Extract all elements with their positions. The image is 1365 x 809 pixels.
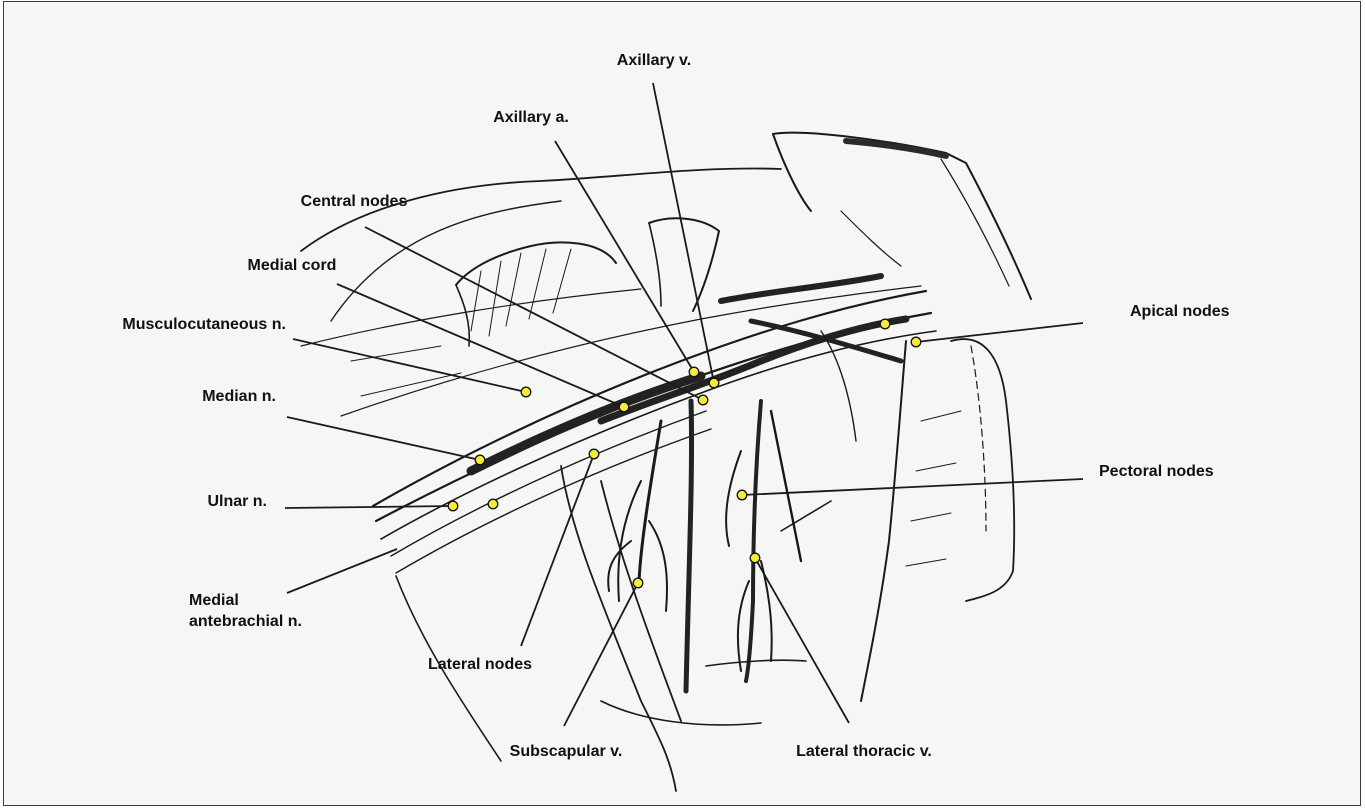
label-lateral-thoracic-v: Lateral thoracic v. xyxy=(796,742,932,762)
label-lateral-nodes: Lateral nodes xyxy=(428,655,532,675)
leader-median-n xyxy=(287,417,480,460)
leader-axillary-v xyxy=(653,83,714,383)
node-marker-median xyxy=(475,455,485,465)
leader-pectoral-nodes xyxy=(742,479,1083,495)
label-central-nodes: Central nodes xyxy=(301,192,408,212)
node-marker-subscapular xyxy=(633,578,643,588)
node-marker-lateral-thoracic xyxy=(750,553,760,563)
node-marker-axillary-a xyxy=(689,367,699,377)
node-marker-musculocutaneous xyxy=(521,387,531,397)
leader-musculocutaneous-n xyxy=(293,339,526,392)
label-musculocutaneous-n: Musculocutaneous n. xyxy=(122,315,286,335)
label-axillary-a: Axillary a. xyxy=(493,108,569,128)
label-medial-antebrachial-n-line2: antebrachial n. xyxy=(189,612,302,632)
node-marker-apical-2 xyxy=(911,337,921,347)
label-axillary-v: Axillary v. xyxy=(617,51,691,71)
label-medial-antebrachial-n-line1: Medial xyxy=(189,591,239,611)
label-apical-nodes: Apical nodes xyxy=(1130,302,1230,322)
label-subscapular-v: Subscapular v. xyxy=(510,742,623,762)
leader-lateral-thoracic-v xyxy=(755,558,849,723)
label-medial-cord: Medial cord xyxy=(248,256,337,276)
node-marker-ulnar-1 xyxy=(448,501,458,511)
node-marker-axillary-v xyxy=(709,378,719,388)
leader-subscapular-v xyxy=(564,583,638,726)
figure-frame: Axillary v. Axillary a. Central nodes Me… xyxy=(3,1,1361,806)
node-marker-medial-cord xyxy=(619,402,629,412)
anatomy-sketch xyxy=(301,133,1031,791)
leader-medial-antebrachial-n xyxy=(287,549,397,593)
node-marker-pectoral xyxy=(737,490,747,500)
node-marker-apical-1 xyxy=(880,319,890,329)
label-ulnar-n: Ulnar n. xyxy=(207,492,267,512)
leader-central-nodes xyxy=(365,227,703,400)
label-median-n: Median n. xyxy=(202,387,276,407)
node-marker-central xyxy=(698,395,708,405)
node-marker-lateral xyxy=(589,449,599,459)
label-pectoral-nodes: Pectoral nodes xyxy=(1099,462,1214,482)
leader-ulnar-n-1 xyxy=(285,506,453,508)
node-marker-ulnar-2 xyxy=(488,499,498,509)
leader-lines xyxy=(285,83,1083,726)
leader-apical-nodes xyxy=(916,323,1083,342)
